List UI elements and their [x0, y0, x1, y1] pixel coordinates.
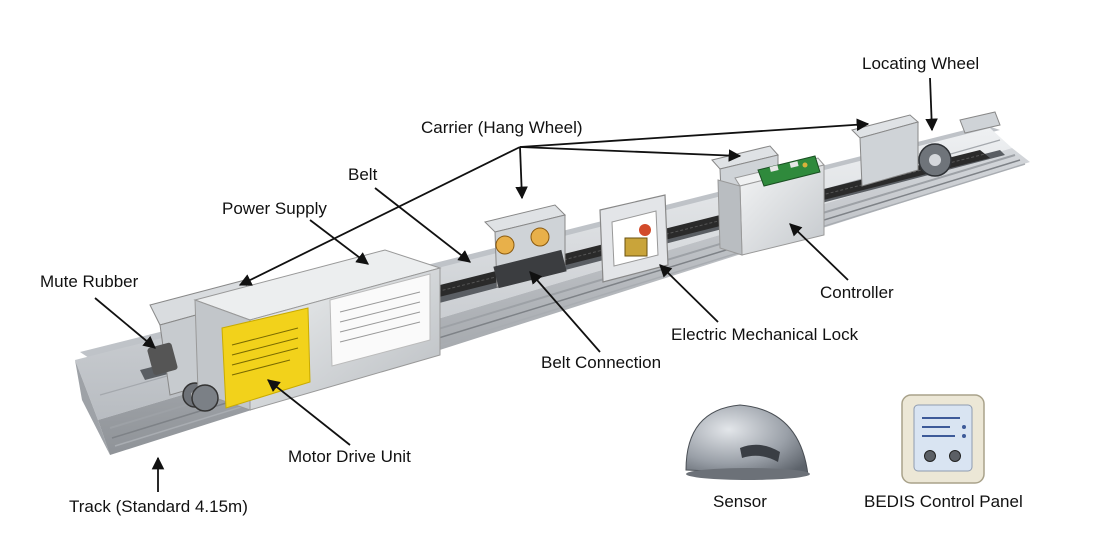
leader-carrier-1 — [515, 146, 528, 200]
label-mute-rubber: Mute Rubber — [40, 272, 139, 291]
bedis-control-panel-device — [901, 394, 985, 484]
label-controller: Controller — [820, 283, 894, 302]
label-power-supply: Power Supply — [222, 199, 327, 218]
locating-wheel — [918, 111, 1001, 177]
label-carrier: Carrier (Hang Wheel) — [421, 118, 583, 137]
carrier-hang-wheel-3 — [851, 114, 920, 187]
label-belt: Belt — [348, 165, 378, 184]
label-electric-lock: Electric Mechanical Lock — [671, 325, 859, 344]
leader-belt-connection — [529, 271, 601, 353]
leader-carrier-3 — [519, 118, 870, 148]
label-locating-wheel: Locating Wheel — [862, 54, 980, 73]
label-sensor: Sensor — [713, 492, 767, 511]
leader-belt — [374, 187, 471, 263]
leader-mute-rubber — [94, 297, 156, 349]
leader-electric-lock — [659, 264, 719, 323]
motor-drive-housing — [191, 249, 442, 412]
leader-carrier-4 — [238, 146, 521, 286]
leader-controller — [789, 223, 849, 281]
label-track: Track (Standard 4.15m) — [69, 497, 248, 516]
controller-unit — [717, 155, 825, 256]
label-motor-drive-unit: Motor Drive Unit — [288, 447, 411, 466]
leader-motor-drive-unit — [267, 379, 351, 446]
label-belt-connection: Belt Connection — [541, 353, 662, 372]
carrier-hang-wheel-1 — [484, 204, 567, 289]
label-control-panel: BEDIS Control Panel — [864, 492, 1023, 511]
leader-locating-wheel — [925, 77, 938, 132]
electric-mechanical-lock — [599, 194, 669, 283]
sensor-device — [685, 404, 810, 480]
leader-carrier-2 — [519, 146, 742, 162]
leader-lines — [94, 77, 938, 492]
leader-power-supply — [309, 219, 370, 265]
